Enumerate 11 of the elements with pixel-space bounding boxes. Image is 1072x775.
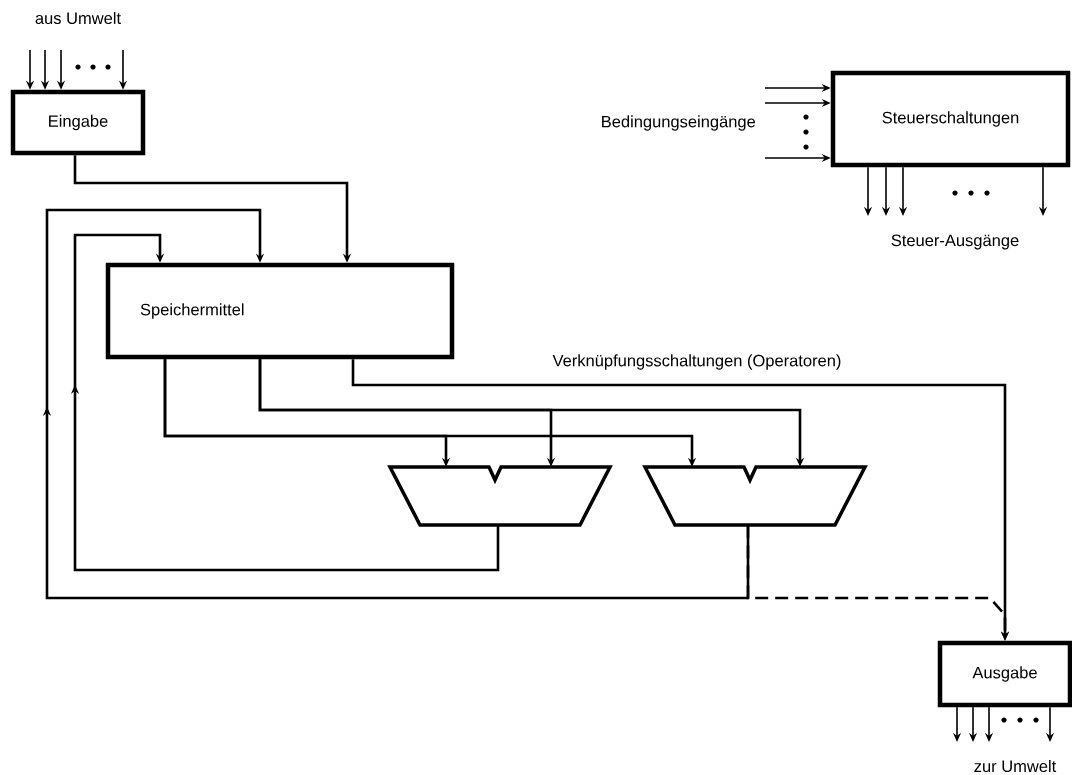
process-box: Eingabe [10,89,146,156]
signal-label: Bedingungseingänge [602,115,756,131]
process-box: Ausgabe [937,640,1072,708]
process-box: Steuerschaltungen [830,70,1071,168]
signal-label: aus Umwelt [35,11,121,25]
arrow [70,233,500,572]
arrow [42,208,750,600]
signal-label: Steuer-Ausgänge [891,234,1019,250]
process-box: Speichermittel [105,262,455,360]
signal-label: Verknüpfungsschaltungen (Operatoren) [552,354,841,370]
signal-label: zur Umwelt [974,759,1057,773]
